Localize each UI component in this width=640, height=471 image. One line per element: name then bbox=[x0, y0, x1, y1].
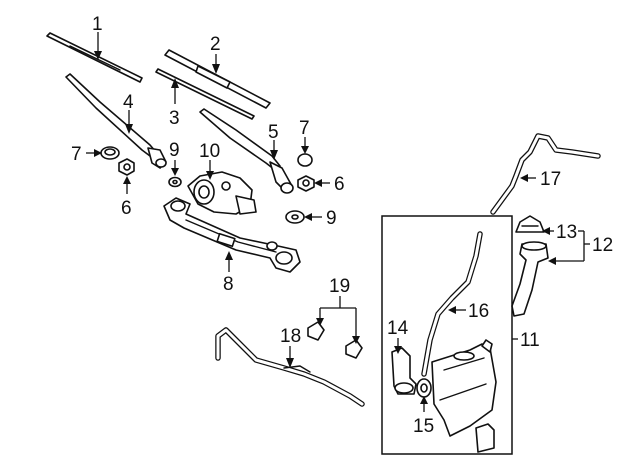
callout-18: 18 bbox=[280, 326, 301, 347]
callout-1: 1 bbox=[92, 14, 103, 35]
filler-cap bbox=[515, 215, 545, 233]
callout-14: 14 bbox=[387, 318, 409, 339]
callout-10: 10 bbox=[199, 141, 220, 162]
reservoir-assembly-box bbox=[381, 215, 513, 455]
callout-7-right: 7 bbox=[299, 118, 310, 139]
callout-13: 13 bbox=[556, 222, 577, 243]
wiper-linkage bbox=[163, 197, 301, 273]
callout-4: 4 bbox=[123, 92, 134, 113]
filler-neck bbox=[511, 241, 549, 317]
callout-3: 3 bbox=[169, 108, 180, 129]
callout-8: 8 bbox=[223, 274, 234, 295]
callout-9-upper: 9 bbox=[169, 140, 180, 161]
washer-nozzle-right bbox=[345, 339, 363, 359]
pivot-nut-right bbox=[297, 175, 315, 192]
callout-6-left: 6 bbox=[121, 198, 132, 219]
callout-11: 11 bbox=[520, 330, 540, 351]
leader-lines bbox=[86, 32, 590, 412]
washer-pump bbox=[391, 347, 417, 395]
pivot-cap-left-inner bbox=[104, 148, 116, 156]
washer-reservoir-tank bbox=[431, 339, 497, 453]
wiper-motor bbox=[187, 171, 257, 215]
callout-9-lower: 9 bbox=[326, 208, 337, 229]
wiper-blade-right bbox=[164, 49, 271, 109]
callout-17: 17 bbox=[540, 169, 561, 190]
wiper-blade-left bbox=[46, 32, 143, 83]
callout-6-right: 6 bbox=[334, 174, 345, 195]
pump-grommet bbox=[416, 378, 432, 398]
washer-large bbox=[285, 210, 305, 224]
washer-hose-lower bbox=[215, 327, 365, 407]
callout-19: 19 bbox=[329, 276, 350, 297]
blade-refill bbox=[155, 68, 255, 120]
callout-7-left: 7 bbox=[71, 144, 82, 165]
wiper-arm-right bbox=[199, 108, 294, 194]
wiper-arm-left bbox=[65, 73, 167, 169]
pivot-nut-left bbox=[118, 158, 135, 176]
callout-2: 2 bbox=[210, 34, 221, 55]
level-tube bbox=[421, 231, 483, 377]
callout-5: 5 bbox=[268, 122, 279, 143]
washer-nozzle-left bbox=[307, 321, 325, 341]
callout-16: 16 bbox=[468, 301, 489, 322]
pivot-cap-right bbox=[297, 153, 313, 167]
callout-15: 15 bbox=[413, 416, 434, 437]
callout-12: 12 bbox=[592, 235, 613, 256]
washer-hose-upper bbox=[490, 133, 601, 215]
washer-small bbox=[168, 176, 182, 188]
